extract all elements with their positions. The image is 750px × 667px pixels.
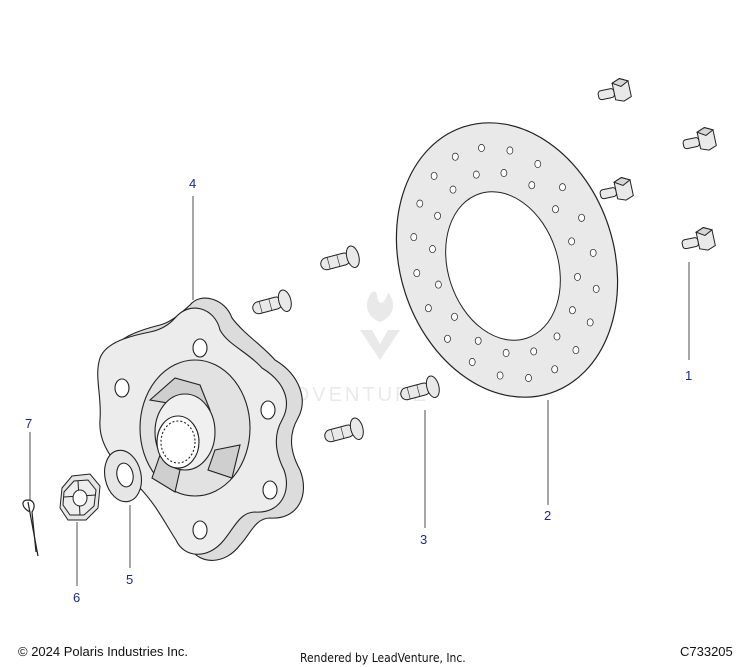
disc-hole xyxy=(506,146,514,155)
disc-hole xyxy=(586,318,594,327)
disc-hole xyxy=(451,152,459,161)
callout-6: 6 xyxy=(73,590,81,605)
disc-hole xyxy=(474,336,482,345)
disc-hole xyxy=(552,205,559,214)
bolt-icon xyxy=(597,78,717,251)
wheel-hub-icon xyxy=(97,297,304,561)
disc-hole xyxy=(451,312,458,321)
disc-hole xyxy=(578,213,585,222)
callout-7: 7 xyxy=(25,416,33,431)
copyright-text: © 2024 Polaris Industries Inc. xyxy=(18,644,188,659)
disc-hole xyxy=(534,160,542,168)
callout-3: 3 xyxy=(420,532,428,547)
disc-hole xyxy=(525,374,532,382)
rendered-by-text: Rendered by LeadVenture, Inc. xyxy=(300,651,466,665)
disc-hole xyxy=(496,371,504,380)
disc-hole xyxy=(572,346,580,355)
disc-hole xyxy=(468,358,476,366)
disc-hole xyxy=(553,332,561,341)
disc-hole xyxy=(502,349,510,357)
disc-hole xyxy=(430,171,438,180)
washer-icon xyxy=(104,449,142,503)
disc-hole xyxy=(472,170,480,179)
callout-1: 1 xyxy=(685,368,693,383)
disc-hole xyxy=(559,183,566,192)
disc-hole xyxy=(429,245,436,254)
disc-hole xyxy=(551,365,559,374)
disc-hole xyxy=(589,248,597,257)
disc-hole xyxy=(416,199,424,208)
wheel-stud-icon xyxy=(252,245,440,443)
disc-hole xyxy=(528,181,536,190)
disc-hole xyxy=(444,334,451,343)
disc-hole xyxy=(413,269,421,278)
castle-nut-icon xyxy=(59,473,101,521)
callout-2: 2 xyxy=(544,508,552,523)
disc-hole xyxy=(568,237,575,246)
disc-hole xyxy=(410,233,418,242)
disc-hole xyxy=(592,284,600,293)
brake-disc-icon xyxy=(395,122,619,398)
disc-hole xyxy=(449,185,457,194)
cotter-pin-icon xyxy=(22,499,39,557)
disc-hole xyxy=(574,272,581,281)
disc-hole xyxy=(435,280,442,289)
disc-hole xyxy=(478,144,485,152)
disc-hole xyxy=(425,304,432,313)
disc-hole xyxy=(500,169,508,177)
leader-lines xyxy=(29,196,690,586)
callout-5: 5 xyxy=(126,572,134,587)
disc-hole xyxy=(434,211,441,220)
disc-hole xyxy=(530,347,538,356)
callout-4: 4 xyxy=(189,176,197,191)
disc-hole xyxy=(569,306,576,315)
diagram-code: C733205 xyxy=(680,644,733,659)
